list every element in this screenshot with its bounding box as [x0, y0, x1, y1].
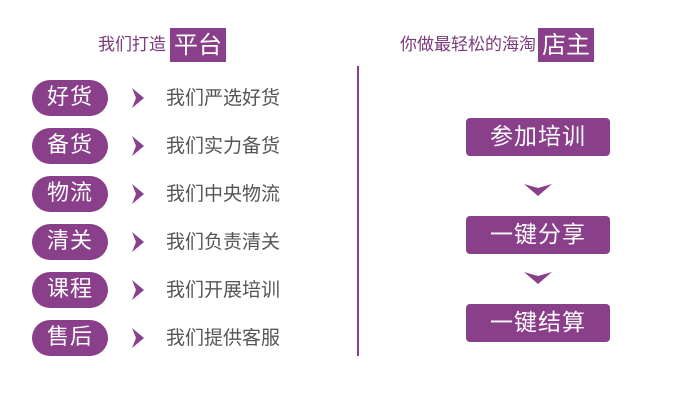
vertical-divider	[357, 66, 359, 356]
feature-tag: 物流	[32, 176, 108, 212]
feature-desc: 我们中央物流	[166, 183, 281, 205]
left-heading-prefix: 我们打造	[98, 35, 166, 55]
right-heading-highlight: 店主	[538, 28, 594, 62]
arrow-down-icon	[524, 184, 552, 196]
feature-tag: 售后	[32, 320, 108, 356]
feature-desc: 我们实力备货	[166, 135, 281, 157]
chevron-right-icon	[132, 328, 144, 348]
feature-tag: 备货	[32, 128, 108, 164]
feature-row-stocking: 备货 我们实力备货	[32, 124, 332, 172]
feature-desc: 我们严选好货	[166, 87, 281, 109]
feature-row-logistics: 物流 我们中央物流	[32, 172, 332, 220]
step-one-click-settle: 一键结算	[466, 304, 610, 342]
feature-desc: 我们提供客服	[166, 327, 281, 349]
feature-desc: 我们负责清关	[166, 231, 281, 253]
feature-row-courses: 课程 我们开展培训	[32, 268, 332, 316]
step-one-click-share: 一键分享	[466, 216, 610, 254]
feature-tag: 好货	[32, 80, 108, 116]
left-heading-highlight: 平台	[170, 28, 226, 62]
feature-list: 好货 我们严选好货 备货 我们实力备货 物流 我们中央物流 清关 我们负责清关 …	[32, 76, 332, 364]
feature-row-after-sales: 售后 我们提供客服	[32, 316, 332, 364]
right-heading: 你做最轻松的海淘 店主	[400, 28, 594, 62]
feature-tag: 清关	[32, 224, 108, 260]
feature-row-good-goods: 好货 我们严选好货	[32, 76, 332, 124]
chevron-right-icon	[132, 232, 144, 252]
chevron-right-icon	[132, 88, 144, 108]
feature-tag: 课程	[32, 272, 108, 308]
right-heading-prefix: 你做最轻松的海淘	[400, 35, 536, 55]
arrow-down-icon	[524, 272, 552, 284]
step-attend-training: 参加培训	[466, 118, 610, 156]
chevron-right-icon	[132, 136, 144, 156]
feature-desc: 我们开展培训	[166, 279, 281, 301]
left-heading: 我们打造 平台	[98, 28, 226, 62]
chevron-right-icon	[132, 280, 144, 300]
feature-row-customs: 清关 我们负责清关	[32, 220, 332, 268]
chevron-right-icon	[132, 184, 144, 204]
